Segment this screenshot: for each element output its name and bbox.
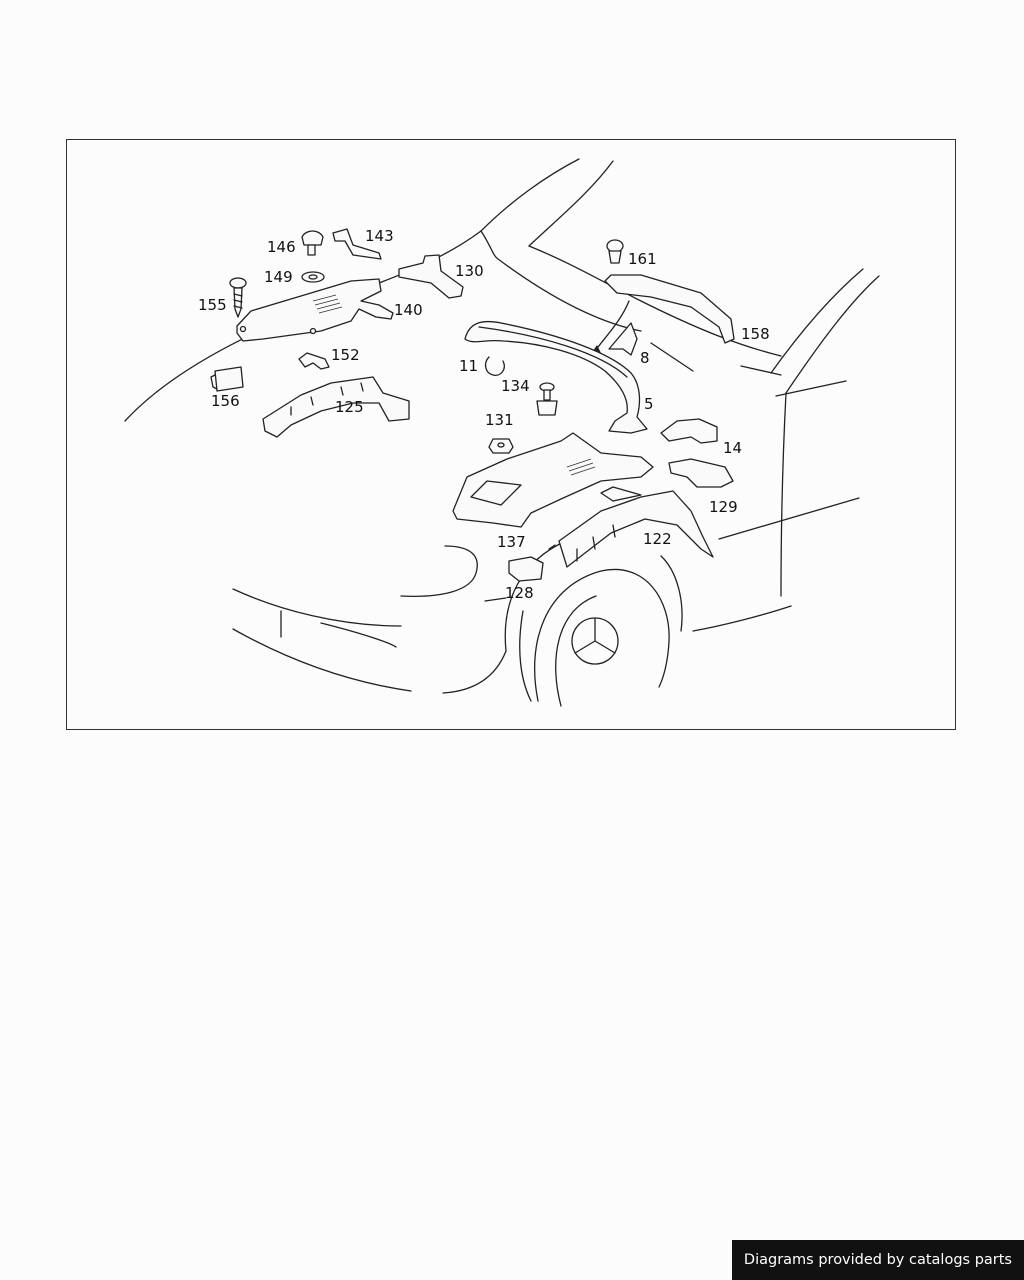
label-130: 130: [455, 262, 484, 280]
label-156: 156: [211, 392, 240, 410]
part-129-pad: [668, 458, 734, 488]
label-140: 140: [394, 301, 423, 319]
part-128-block: [508, 556, 544, 582]
label-134: 134: [501, 377, 530, 395]
part-158-trim: [604, 274, 735, 344]
part-5-rail: [464, 320, 648, 434]
part-149-washer: [301, 271, 325, 283]
credit-banner: Diagrams provided by catalogs parts: [731, 1240, 1024, 1280]
part-134-push-clip: [536, 382, 558, 416]
part-8-cover: [608, 322, 638, 356]
car-body-outline: [124, 158, 880, 707]
part-122-fender-liner: [558, 486, 714, 568]
label-11: 11: [459, 357, 478, 375]
part-155-screw: [229, 277, 247, 318]
part-11-clip: [484, 356, 505, 376]
part-131-nut: [488, 438, 514, 454]
parts-diagram: 146 143 130 161 149 155 140 158 152 8 11…: [66, 139, 956, 730]
part-161-bolt: [606, 239, 624, 264]
part-130-pad: [398, 254, 464, 299]
label-161: 161: [628, 250, 657, 268]
label-129: 129: [709, 498, 738, 516]
label-122: 122: [643, 530, 672, 548]
part-137-liner: [452, 432, 654, 528]
label-128: 128: [505, 584, 534, 602]
label-146: 146: [267, 238, 296, 256]
part-152-clip: [298, 352, 330, 370]
label-8: 8: [640, 349, 650, 367]
label-158: 158: [741, 325, 770, 343]
label-149: 149: [264, 268, 293, 286]
label-155: 155: [198, 296, 227, 314]
part-125-bracket: [262, 376, 410, 438]
label-131: 131: [485, 411, 514, 429]
label-137: 137: [497, 533, 526, 551]
part-14-bracket: [660, 418, 718, 444]
part-143-bracket: [332, 228, 382, 260]
leader-line: [548, 544, 556, 550]
label-125: 125: [335, 398, 364, 416]
label-152: 152: [331, 346, 360, 364]
part-140-panel: [236, 278, 394, 342]
label-143: 143: [365, 227, 394, 245]
label-5: 5: [644, 395, 654, 413]
part-146-clip: [301, 230, 324, 256]
part-156-connector: [210, 366, 244, 392]
label-14: 14: [723, 439, 742, 457]
